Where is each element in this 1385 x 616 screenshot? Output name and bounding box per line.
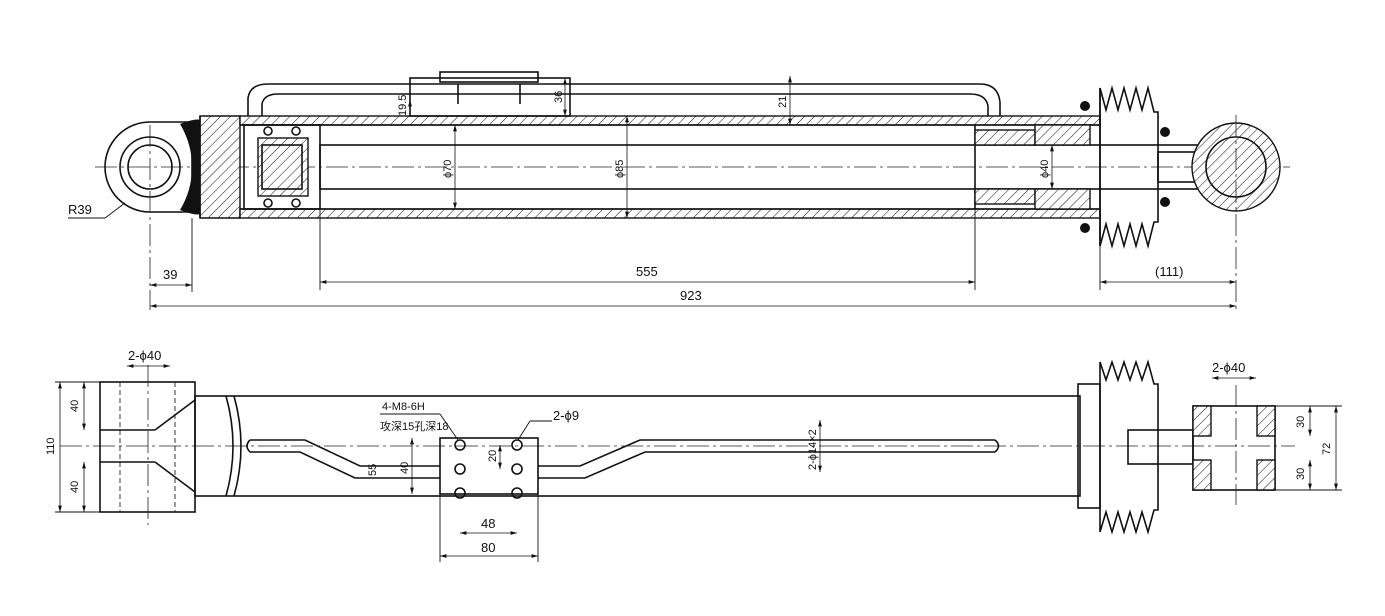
dim-110-label: 110 xyxy=(45,437,57,455)
dim-40-block-label: 40 xyxy=(399,462,411,474)
dim-555-label: 555 xyxy=(636,264,658,279)
rod-end-eye xyxy=(1157,115,1281,310)
cylinder-barrel xyxy=(239,115,1101,219)
dim-55-label: 55 xyxy=(367,464,379,476)
mounting-block xyxy=(439,437,539,499)
dim-40-upper-label: 40 xyxy=(69,400,81,412)
dim-21-label: 21 xyxy=(777,96,789,108)
rear-head xyxy=(199,115,241,219)
dim-111-label: (111) xyxy=(1155,264,1183,279)
bottom-bellows xyxy=(1077,359,1194,535)
dim-phi40-label: ϕ40 xyxy=(1039,160,1051,178)
bellows-boot xyxy=(1099,84,1170,250)
top-view: R39 39 555 (111) 923 19.5 36 21 ϕ70 ϕ85 … xyxy=(68,71,1290,310)
dim-30-upper-label: 30 xyxy=(1295,416,1307,428)
hydraulic-tube xyxy=(247,71,1001,117)
pipe-spec-label: 2-ϕ14×2 xyxy=(807,429,819,470)
dim-30-lower-label: 30 xyxy=(1295,468,1307,480)
dim-20-label: 20 xyxy=(487,450,499,462)
left-clevis-eye xyxy=(104,119,200,310)
holes-right-label: 2-ϕ40 xyxy=(1212,360,1245,375)
dim-36-label: 36 xyxy=(553,91,565,103)
dim-phi70-label: ϕ70 xyxy=(442,160,454,178)
dim-19-5-label: 19.5 xyxy=(397,95,409,116)
thread-depth-label: 攻深15孔深18 xyxy=(380,419,448,433)
dim-923-label: 923 xyxy=(680,288,702,303)
dim-80-label: 80 xyxy=(481,540,495,555)
thread-spec-label: 4-M8-6H xyxy=(382,401,425,413)
bottom-view: 2-ϕ40 2-ϕ40 40 40 110 4-M8-6H 攻深15孔深18 2… xyxy=(45,348,1342,562)
bottom-barrel xyxy=(194,395,1081,497)
dim-phi85-label: ϕ85 xyxy=(614,160,626,178)
rod-gland xyxy=(974,101,1091,233)
holes-small-label: 2-ϕ9 xyxy=(553,408,579,423)
dim-39-label: 39 xyxy=(163,267,177,282)
holes-left-label: 2-ϕ40 xyxy=(128,348,161,363)
left-clevis-block xyxy=(99,365,196,525)
dim-48-label: 48 xyxy=(481,516,495,531)
bottom-rod-end xyxy=(1192,385,1276,505)
piston xyxy=(243,124,321,210)
dim-40-lower-label: 40 xyxy=(69,481,81,493)
dim-72-label: 72 xyxy=(1321,443,1333,455)
dim-radius-label: R39 xyxy=(68,202,92,217)
